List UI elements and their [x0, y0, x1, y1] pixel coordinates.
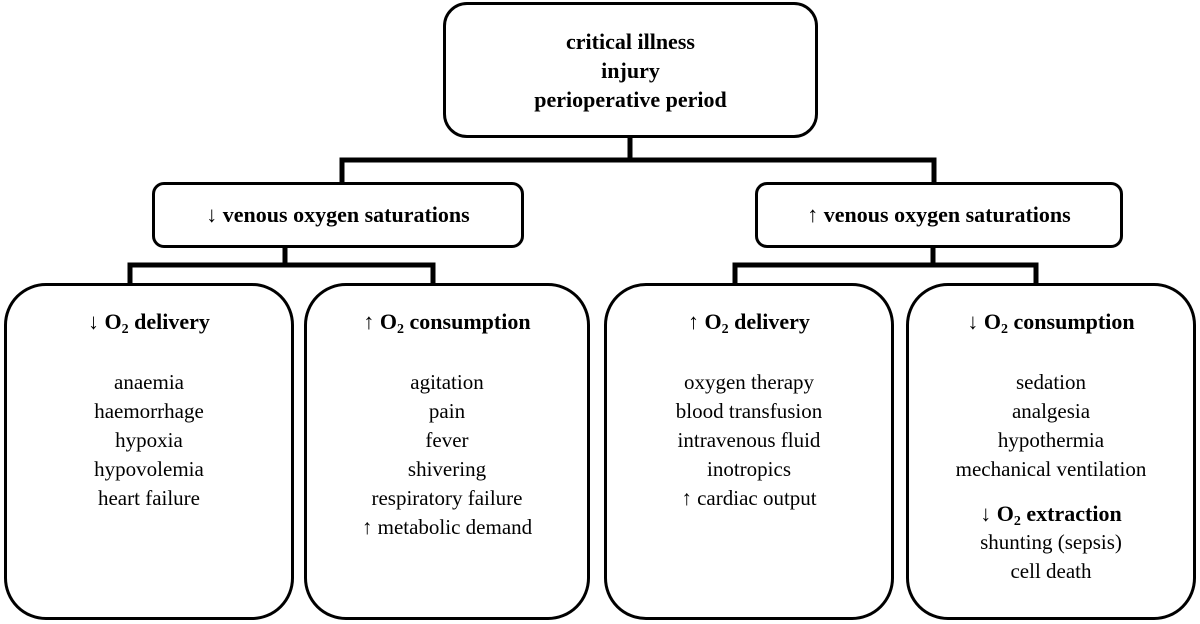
down-arrow-icon: ↓	[980, 501, 992, 526]
decreased-o2-consumption-box: ↓ O2 consumption sedation analgesia hypo…	[906, 283, 1196, 620]
root-box: critical illness injury perioperative pe…	[443, 2, 818, 138]
o2-extraction-heading: ↓ O2 extraction	[980, 501, 1122, 529]
list-item: respiratory failure	[371, 486, 523, 510]
list-item: hypovolemia	[94, 457, 204, 481]
leaf-title: ↓ O2 delivery	[88, 309, 210, 337]
list-item: hypothermia	[997, 428, 1105, 452]
list-item: hypoxia	[115, 428, 183, 452]
list-item: haemorrhage	[94, 399, 204, 423]
decreased-o2-delivery-box: ↓ O2 delivery anaemia haemorrhage hypoxi…	[4, 283, 294, 620]
list-item: anaemia	[114, 370, 184, 394]
leaf-title: ↑ O2 consumption	[363, 309, 531, 337]
cause-list: anaemia haemorrhage hypoxia hypovolemia …	[7, 368, 291, 513]
down-arrow-icon: ↓	[88, 309, 100, 334]
list-item: shivering	[407, 457, 487, 481]
list-item: agitation	[410, 370, 484, 394]
list-item: fever	[425, 428, 469, 452]
root-line-2: injury	[601, 57, 660, 83]
leaf-title: ↓ O2 consumption	[967, 309, 1135, 337]
leaf-title: ↑ O2 delivery	[688, 309, 810, 337]
decreased-venous-saturation-box: ↓ venous oxygen saturations	[152, 182, 524, 248]
down-arrow-icon: ↓	[967, 309, 979, 334]
list-item: ↑ cardiac output	[681, 486, 817, 510]
list-item: shunting (sepsis)	[980, 530, 1122, 554]
up-arrow-icon: ↑	[363, 309, 375, 334]
list-item: intravenous fluid	[677, 428, 821, 452]
extraction-list: shunting (sepsis) cell death	[909, 528, 1193, 586]
cause-list: oxygen therapy blood transfusion intrave…	[607, 368, 891, 513]
list-item: oxygen therapy	[683, 370, 815, 394]
list-item: ↑ metabolic demand	[361, 515, 533, 539]
list-item: blood transfusion	[675, 399, 823, 423]
list-item: inotropics	[707, 457, 791, 481]
list-item: cell death	[1010, 559, 1092, 583]
increased-o2-consumption-box: ↑ O2 consumption agitation pain fever sh…	[304, 283, 590, 620]
increased-o2-delivery-box: ↑ O2 delivery oxygen therapy blood trans…	[604, 283, 894, 620]
list-item: mechanical ventilation	[955, 457, 1147, 481]
root-line-1: critical illness	[566, 28, 695, 54]
root-line-3: perioperative period	[534, 86, 727, 112]
cause-list: agitation pain fever shivering respirato…	[307, 368, 587, 542]
increased-venous-saturation-box: ↑ venous oxygen saturations	[755, 182, 1123, 248]
list-item: pain	[428, 399, 466, 423]
branch-label: ↓ venous oxygen saturations	[206, 202, 470, 227]
cause-list: sedation analgesia hypothermia mechanica…	[909, 368, 1193, 484]
list-item: heart failure	[97, 486, 201, 510]
list-item: sedation	[1016, 370, 1086, 394]
list-item: analgesia	[1011, 399, 1091, 423]
branch-label: ↑ venous oxygen saturations	[807, 202, 1071, 227]
up-arrow-icon: ↑	[688, 309, 700, 334]
